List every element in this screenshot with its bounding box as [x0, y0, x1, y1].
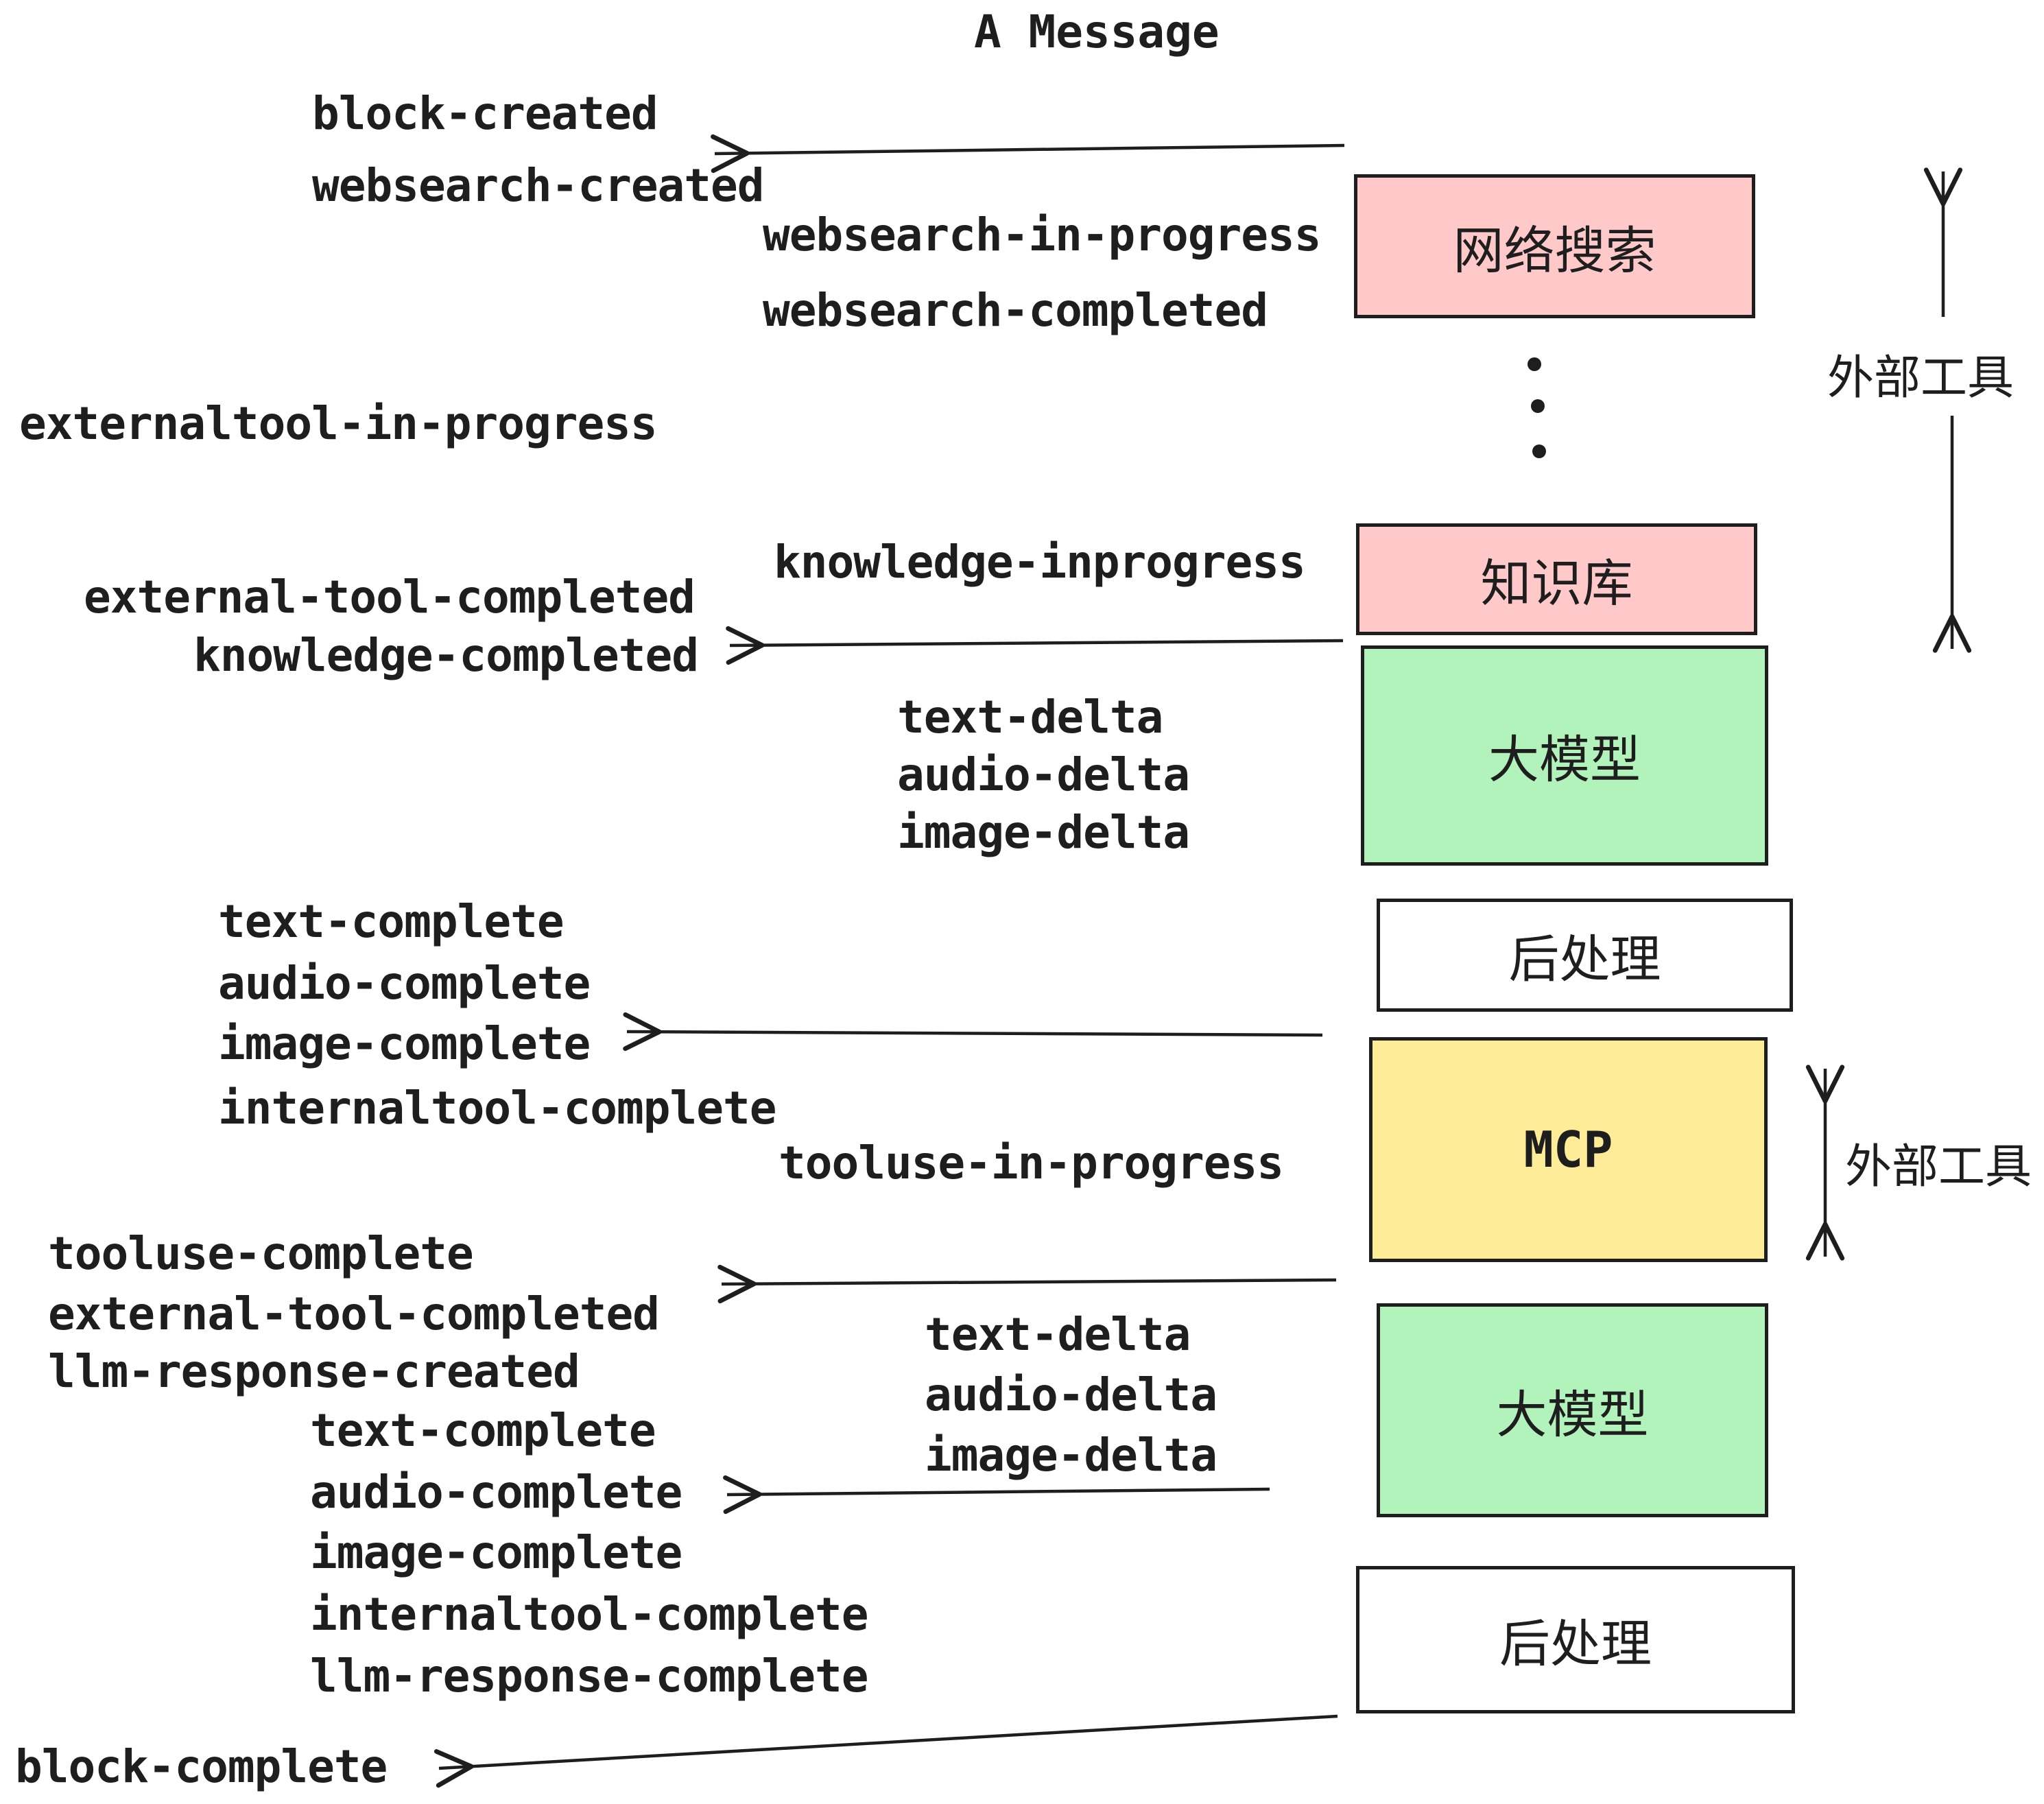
event-audio-delta-2: audio-delta — [925, 1368, 1217, 1421]
external-tools-label-top: 外部工具 — [1827, 352, 2015, 404]
box-postprocess-2-label: 后处理 — [1499, 1615, 1652, 1672]
event-tooluse-in-progress: tooluse-in-progress — [779, 1137, 1284, 1189]
event-text-complete-1: text-complete — [218, 895, 565, 948]
event-text-delta-2: text-delta — [925, 1308, 1191, 1361]
box-llm-1: 大模型 — [1361, 645, 1768, 866]
box-llm-1-label: 大模型 — [1488, 731, 1641, 788]
event-audio-complete-1: audio-complete — [218, 957, 591, 1010]
event-audio-delta-1: audio-delta — [897, 748, 1190, 801]
event-internaltool-complete-2: internaltool-complete — [310, 1588, 868, 1641]
event-externaltool-in-progress: externaltool-in-progress — [19, 397, 658, 450]
event-external-tool-completed-2: external-tool-completed — [48, 1287, 660, 1340]
event-websearch-created: websearch-created — [312, 159, 765, 212]
box-websearch-label: 网络搜索 — [1453, 222, 1656, 279]
arrow-to-audio-complete — [723, 1475, 1270, 1515]
box-postprocess-1: 后处理 — [1377, 899, 1793, 1012]
box-mcp-label: MCP — [1523, 1121, 1613, 1178]
box-knowledge-label: 知识库 — [1480, 555, 1633, 612]
event-image-delta-1: image-delta — [897, 806, 1190, 859]
event-tooluse-complete: tooluse-complete — [48, 1227, 474, 1280]
box-llm-2: 大模型 — [1377, 1303, 1768, 1517]
arrow-to-tooluse-complete — [717, 1264, 1337, 1304]
event-llm-response-created: llm-response-created — [48, 1345, 580, 1398]
box-knowledge: 知识库 — [1356, 523, 1757, 635]
event-block-created: block-created — [312, 87, 658, 140]
arrow-to-block-complete — [433, 1714, 1338, 1788]
event-external-tool-completed-1: external-tool-completed — [84, 571, 696, 624]
event-image-complete-2: image-complete — [310, 1526, 682, 1579]
event-audio-complete-2: audio-complete — [310, 1466, 682, 1519]
event-image-complete-1: image-complete — [218, 1017, 591, 1070]
event-internaltool-complete-1: internaltool-complete — [218, 1082, 776, 1135]
event-llm-response-complete: llm-response-complete — [310, 1650, 868, 1702]
event-knowledge-inprogress: knowledge-inprogress — [774, 536, 1306, 589]
diagram-title: A Message — [974, 5, 1220, 58]
arrow-to-knowledge-completed — [726, 626, 1344, 665]
box-llm-2-label: 大模型 — [1496, 1386, 1649, 1443]
external-tools-label-mcp: 外部工具 — [1845, 1141, 2032, 1193]
event-knowledge-completed: knowledge-completed — [193, 629, 699, 682]
box-mcp: MCP — [1369, 1037, 1768, 1262]
arrow-to-image-complete — [623, 1012, 1323, 1052]
arrow-to-block-created — [711, 134, 1345, 174]
event-text-complete-2: text-complete — [310, 1404, 656, 1457]
event-websearch-completed: websearch-completed — [763, 284, 1268, 337]
box-postprocess-1-label: 后处理 — [1508, 931, 1661, 988]
box-websearch: 网络搜索 — [1354, 174, 1755, 318]
event-websearch-in-progress: websearch-in-progress — [763, 209, 1321, 261]
ellipsis-dots-icon — [1528, 357, 1546, 458]
event-block-complete: block-complete — [15, 1740, 388, 1793]
event-text-delta-1: text-delta — [897, 691, 1163, 744]
event-image-delta-2: image-delta — [925, 1429, 1217, 1482]
box-postprocess-2: 后处理 — [1356, 1566, 1795, 1713]
